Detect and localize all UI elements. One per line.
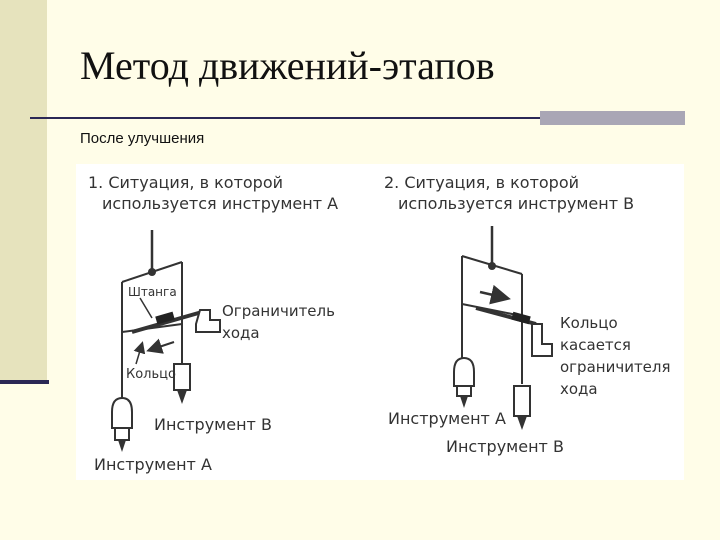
- panel2-label-tool-a: Инструмент А: [388, 409, 506, 428]
- panel1-label-rod: Штанга: [128, 285, 177, 299]
- panel1-stop: [195, 309, 221, 333]
- panel1-tool-a-tip: [118, 440, 126, 452]
- panel1-rod: [131, 310, 203, 334]
- panel2-ring: [511, 311, 531, 325]
- panel2-frame-mid: [461, 303, 523, 317]
- panel-2: 2. Ситуация, в которой используется инст…: [384, 173, 671, 456]
- panel1-ring-pointer: [133, 341, 146, 365]
- panel2-tool-a-collar: [456, 385, 472, 397]
- panel1-ring: [155, 311, 175, 325]
- panel1-rod-pointer: [139, 297, 153, 319]
- panel2-tool-a-body: [453, 356, 475, 387]
- panel1-tool-b-body: [173, 363, 191, 391]
- panel1-heading-line1: 1. Ситуация, в которой: [88, 173, 283, 192]
- panel2-tool-b-body: [513, 385, 531, 417]
- panel2-stop: [531, 323, 553, 357]
- panel1-frame-top: [121, 261, 183, 283]
- tool-mechanism-svg: 1. Ситуация, в которой используется инст…: [88, 173, 671, 474]
- left-decor-band: [0, 0, 47, 382]
- panel2-label-ring-line4: хода: [560, 380, 598, 398]
- panel-1: 1. Ситуация, в которой используется инст…: [88, 173, 338, 474]
- panel1-tool-a-body: [111, 396, 133, 429]
- left-decor-band-edge: [0, 380, 49, 384]
- title-underline-block: [540, 111, 685, 125]
- slide-subtitle: После улучшения: [80, 130, 205, 147]
- panel1-tool-b-tip: [177, 390, 187, 404]
- panel2-heading-line2: используется инструмент В: [398, 194, 634, 213]
- panel2-arrow-right: [479, 284, 511, 305]
- panel2-label-tool-b: Инструмент В: [446, 437, 564, 456]
- panel1-label-tool-a: Инструмент А: [94, 455, 212, 474]
- title-underline: [30, 117, 542, 119]
- panel1-label-stop-line1: Ограничитель: [222, 302, 335, 320]
- panel2-label-ring-line1: Кольцо: [560, 314, 618, 332]
- panel2-label-ring-line2: касается: [560, 336, 631, 354]
- panel1-label-ring: Кольцо: [126, 367, 176, 382]
- slide-title: Метод движений-этапов: [80, 43, 495, 88]
- panel2-heading-line1: 2. Ситуация, в которой: [384, 173, 579, 192]
- panel1-tool-a-collar: [114, 427, 130, 441]
- panel2-label-ring-line3: ограничителя: [560, 358, 671, 376]
- panel1-arrow-left: [146, 338, 175, 354]
- panel2-tool-a-tip: [460, 396, 468, 408]
- tool-mechanism-figure: 1. Ситуация, в которой используется инст…: [76, 164, 684, 480]
- panel1-label-stop-line2: хода: [222, 324, 260, 342]
- panel1-heading-line2: используется инструмент А: [102, 194, 338, 213]
- panel1-label-tool-b: Инструмент В: [154, 415, 272, 434]
- panel2-tool-b-tip: [517, 416, 527, 430]
- panel2-frame-top: [461, 255, 523, 275]
